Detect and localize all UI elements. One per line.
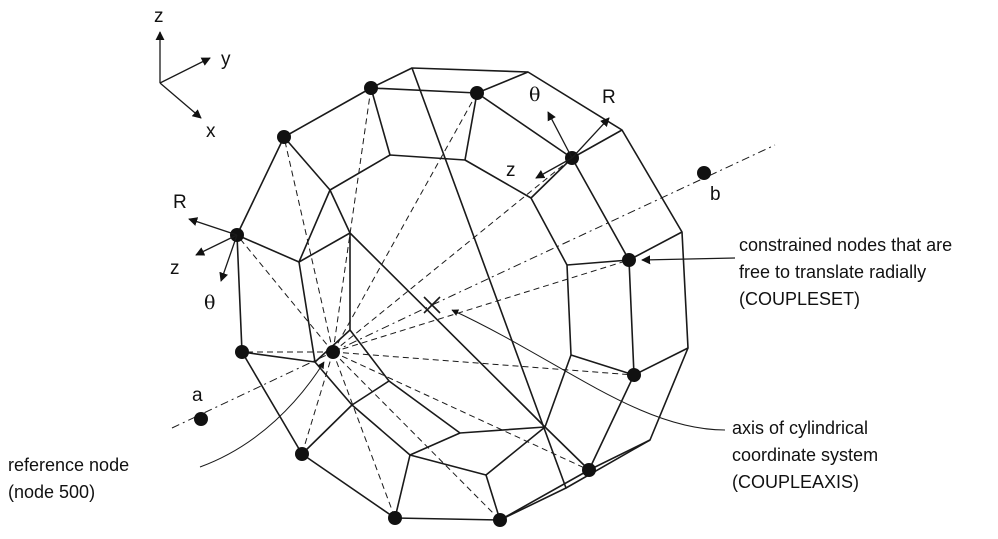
triad-y-arrow bbox=[159, 57, 211, 84]
inner-ring-back bbox=[349, 232, 546, 434]
local-z-label: z bbox=[170, 258, 180, 279]
reference-callout: reference node (node 500) bbox=[8, 455, 129, 502]
callout-line-3: (COUPLEAXIS) bbox=[732, 472, 859, 492]
triad-y-label: y bbox=[221, 49, 231, 70]
local-theta-label: θ bbox=[204, 292, 215, 314]
callout-line-2: coordinate system bbox=[732, 445, 878, 465]
label-a: a bbox=[192, 385, 203, 406]
local-z-arrow bbox=[195, 234, 238, 256]
local-theta-label: θ bbox=[529, 84, 540, 106]
callout-line-1: axis of cylindrical bbox=[732, 418, 868, 438]
local-theta-arrow bbox=[219, 234, 238, 282]
label-b: b bbox=[710, 184, 721, 205]
callout-line-3: (COUPLESET) bbox=[739, 289, 860, 309]
constraint-lines bbox=[236, 87, 635, 521]
node bbox=[388, 511, 402, 525]
node bbox=[627, 368, 641, 382]
local-triad-upper-right: R θ z bbox=[506, 84, 616, 181]
constrained-callout: constrained nodes that are free to trans… bbox=[739, 235, 952, 309]
axis-callout: axis of cylindrical coordinate system (C… bbox=[732, 418, 878, 492]
callout-line-1: reference node bbox=[8, 455, 129, 475]
node bbox=[295, 447, 309, 461]
cylinder-axis-line bbox=[171, 144, 776, 429]
local-z-arrow bbox=[535, 157, 573, 179]
node bbox=[470, 86, 484, 100]
global-axis-triad: z y x bbox=[154, 6, 231, 142]
callout-line-2: free to translate radially bbox=[739, 262, 926, 282]
outer-ring-back bbox=[411, 67, 689, 489]
local-theta-arrow bbox=[547, 111, 573, 159]
reference-callout-leader bbox=[199, 361, 325, 468]
reference-node bbox=[326, 345, 340, 359]
callout-line-1: constrained nodes that are bbox=[739, 235, 952, 255]
local-triad-left: R z θ bbox=[170, 192, 238, 314]
axis-callout-leader bbox=[451, 309, 726, 431]
axis-center-mark bbox=[423, 296, 441, 314]
local-r-label: R bbox=[602, 87, 616, 108]
triad-x-arrow bbox=[159, 82, 202, 119]
triad-z-label: z bbox=[154, 6, 164, 27]
triad-x-label: x bbox=[206, 121, 216, 142]
local-r-arrow bbox=[571, 117, 610, 159]
node bbox=[582, 463, 596, 477]
axis-point-b bbox=[697, 166, 711, 180]
ring-mesh bbox=[236, 67, 689, 521]
axis-point-a bbox=[194, 412, 208, 426]
local-r-label: R bbox=[173, 192, 187, 213]
callout-line-2: (node 500) bbox=[8, 482, 95, 502]
depth-edges bbox=[370, 67, 689, 521]
node bbox=[364, 81, 378, 95]
local-r-arrow bbox=[188, 217, 238, 236]
node bbox=[277, 130, 291, 144]
inner-ring-front bbox=[298, 154, 572, 476]
node bbox=[493, 513, 507, 527]
node bbox=[235, 345, 249, 359]
node bbox=[622, 253, 636, 267]
radial-spokes bbox=[236, 87, 635, 521]
local-z-label: z bbox=[506, 160, 516, 181]
constrained-callout-arrow bbox=[641, 255, 736, 265]
